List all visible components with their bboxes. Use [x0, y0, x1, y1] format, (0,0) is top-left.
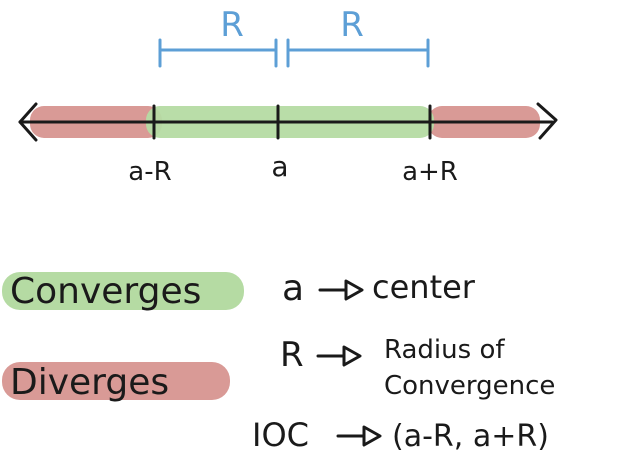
definition-meaning-radius-wrap: Radius of Convergence [384, 335, 556, 401]
definitions: a center R Radius of Convergence IOC (a-… [252, 268, 556, 454]
diverges-label: Diverges [10, 362, 169, 403]
right-arrow-icon [536, 102, 558, 140]
converges-label: Converges [10, 271, 201, 312]
definition-symbol-r: R [280, 335, 304, 375]
left-arrow-icon [18, 102, 38, 142]
arrow-icon [316, 345, 362, 367]
number-line: a-R a a+R [18, 102, 558, 187]
diverges-swatch [2, 362, 230, 400]
definition-meaning-ioc: (a-R, a+R) [392, 419, 549, 454]
arrow-icon [336, 425, 382, 447]
right-radius-label: R [340, 5, 364, 45]
definition-symbol-a: a [282, 268, 304, 309]
definition-meaning-radius: Radius of Convergence [384, 335, 556, 401]
definition-symbol-ioc: IOC [252, 416, 309, 454]
radius-brackets: R R [158, 5, 430, 68]
tick-label-a-plus-r: a+R [402, 157, 458, 187]
tick-label-a-minus-r: a-R [128, 157, 171, 187]
legend: Converges Diverges [2, 271, 244, 403]
tick-label-a: a [271, 150, 288, 183]
converges-swatch [2, 272, 244, 310]
arrow-icon [318, 279, 364, 301]
definition-meaning-center: center [372, 268, 476, 306]
left-radius-label: R [220, 5, 244, 45]
